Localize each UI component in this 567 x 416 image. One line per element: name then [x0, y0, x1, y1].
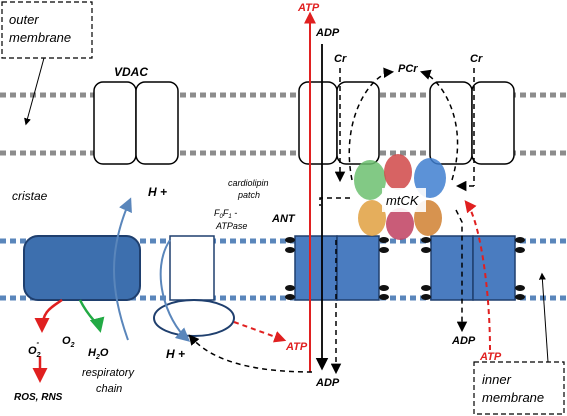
superoxide-arrow — [34, 298, 63, 333]
adp-top-label: ADP — [315, 27, 340, 39]
ant-label: ANT — [271, 213, 296, 225]
inner-membrane-callout: inner membrane — [473, 272, 565, 415]
pcr-left-arrow — [348, 67, 395, 181]
atp-bottom-right-label: ATP — [479, 351, 502, 363]
vdac-label: VDAC — [114, 65, 148, 79]
adp-cycle-left — [319, 197, 350, 206]
mtck-octamer — [354, 154, 446, 240]
outer-membrane-label-2: membrane — [9, 30, 71, 45]
atp-synthase-label-1: F0F1 - — [214, 208, 237, 220]
respiratory-chain-complex — [23, 235, 141, 301]
atp-right-arrow — [464, 200, 491, 351]
cardiolipin-label-1: cardiolipin — [228, 178, 269, 188]
pcr-right-arrow — [420, 69, 459, 181]
inner-membrane-label-1: inner — [482, 372, 512, 387]
vdac-channel-right — [429, 81, 515, 165]
cardiolipin-label-2: patch — [237, 190, 260, 200]
mtck-label: mtCK — [386, 193, 420, 208]
respiratory-chain-label-1: respiratory — [82, 367, 135, 379]
respiratory-chain-label-2: chain — [96, 383, 122, 395]
cristae-label: cristae — [12, 189, 48, 203]
proton-return-arrow — [159, 239, 191, 342]
adp-bottom-label: ADP — [315, 377, 340, 389]
adp-right-label: ADP — [451, 335, 476, 347]
h-plus-bottom-label: H + — [166, 347, 185, 361]
atp-from-atpase-arrow — [233, 321, 287, 343]
outer-membrane-label-1: outer — [9, 12, 39, 27]
ant-transporter-right — [421, 235, 525, 301]
ant-transporter-left — [285, 235, 389, 301]
water-arrow — [78, 299, 105, 333]
superoxide-label: O2- — [28, 338, 41, 359]
pcr-label: PCr — [398, 63, 418, 75]
cr-right-label: Cr — [470, 53, 483, 65]
atp-synthase — [153, 235, 235, 337]
vdac-channel-middle — [298, 81, 380, 165]
cr-left-label: Cr — [334, 53, 347, 65]
vdac-channel-left — [93, 81, 179, 165]
outer-membrane-callout: outer membrane — [1, 1, 93, 126]
adp-to-atpase-arrow — [188, 334, 313, 373]
atp-synthase-label-2: ATPase — [215, 221, 247, 231]
atp-top-label: ATP — [297, 2, 320, 14]
oxygen-label: O2 — [62, 335, 75, 349]
ros-rns-label: ROS, RNS — [14, 392, 63, 403]
inner-membrane-label-2: membrane — [482, 390, 544, 405]
proton-pump-arrow — [113, 197, 132, 341]
adp-right-arrow — [455, 209, 468, 333]
h-plus-top-label: H + — [148, 185, 167, 199]
water-label: H2O — [88, 347, 109, 361]
atp-mid-label: ATP — [285, 341, 308, 353]
